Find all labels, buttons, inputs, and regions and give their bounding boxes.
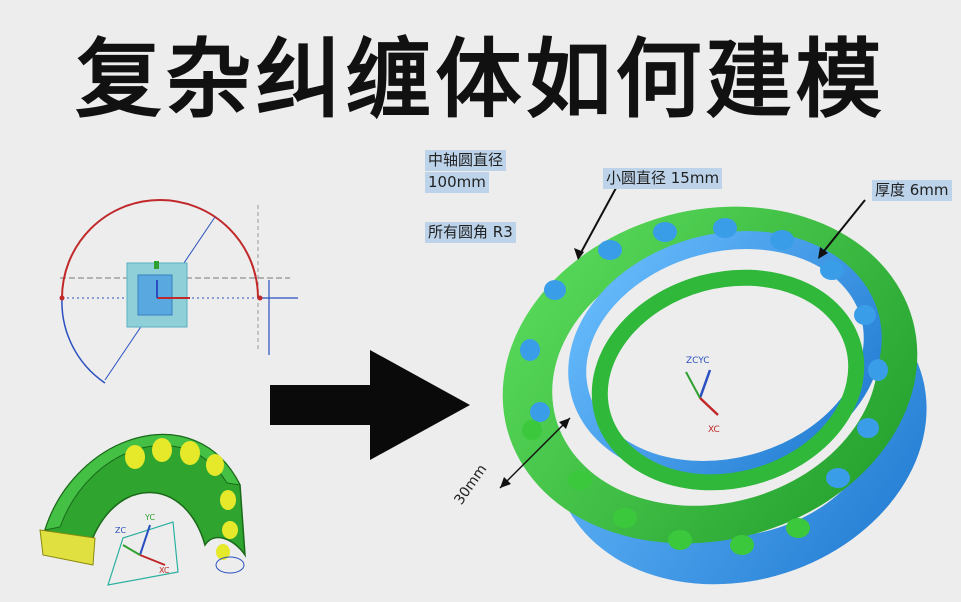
arch-hole-1 [125,445,145,469]
small-triad-y-label: YC [144,513,155,522]
datum-plane [107,521,179,586]
thickness-label: 厚度 6mm [872,180,952,201]
axis-diameter-value: 100mm [425,172,489,193]
main-triad-z-label: ZCYC [686,356,710,366]
arch-hole-2 [152,438,172,462]
arch-hole-4 [206,454,224,476]
arch-end-face [39,529,96,566]
arch-hole-5 [220,490,236,510]
arch-hole-3 [180,441,200,465]
axis-diameter-label: 中轴圆直径 [425,150,507,171]
sketch-arc-red [61,199,259,299]
thickness-arrow [819,199,866,257]
small-triad-x-label: XC [159,566,170,575]
main-triad-x-label: XC [708,425,720,435]
sketch-inner-square [137,274,173,316]
small-triad-z-label: ZC [115,526,126,535]
sketch-arc-blue [61,297,106,384]
transform-arrow [270,350,470,460]
small-circle-label: 小圆直径 15mm [603,168,723,189]
arch-hole-7 [216,544,230,560]
entangled-ring-model: ZCYC XC [499,187,927,585]
fillet-label: 所有圆角 R3 [425,222,516,243]
width-dimension-line [499,417,571,489]
small-circle-arrow [577,187,617,259]
arch-model-view: ZC YC XC [39,433,246,586]
sketch-view [59,199,298,384]
arch-top-face [44,434,241,531]
arch-hole-6 [222,521,238,539]
page-title: 复杂纠缠体如何建模 [75,30,886,130]
